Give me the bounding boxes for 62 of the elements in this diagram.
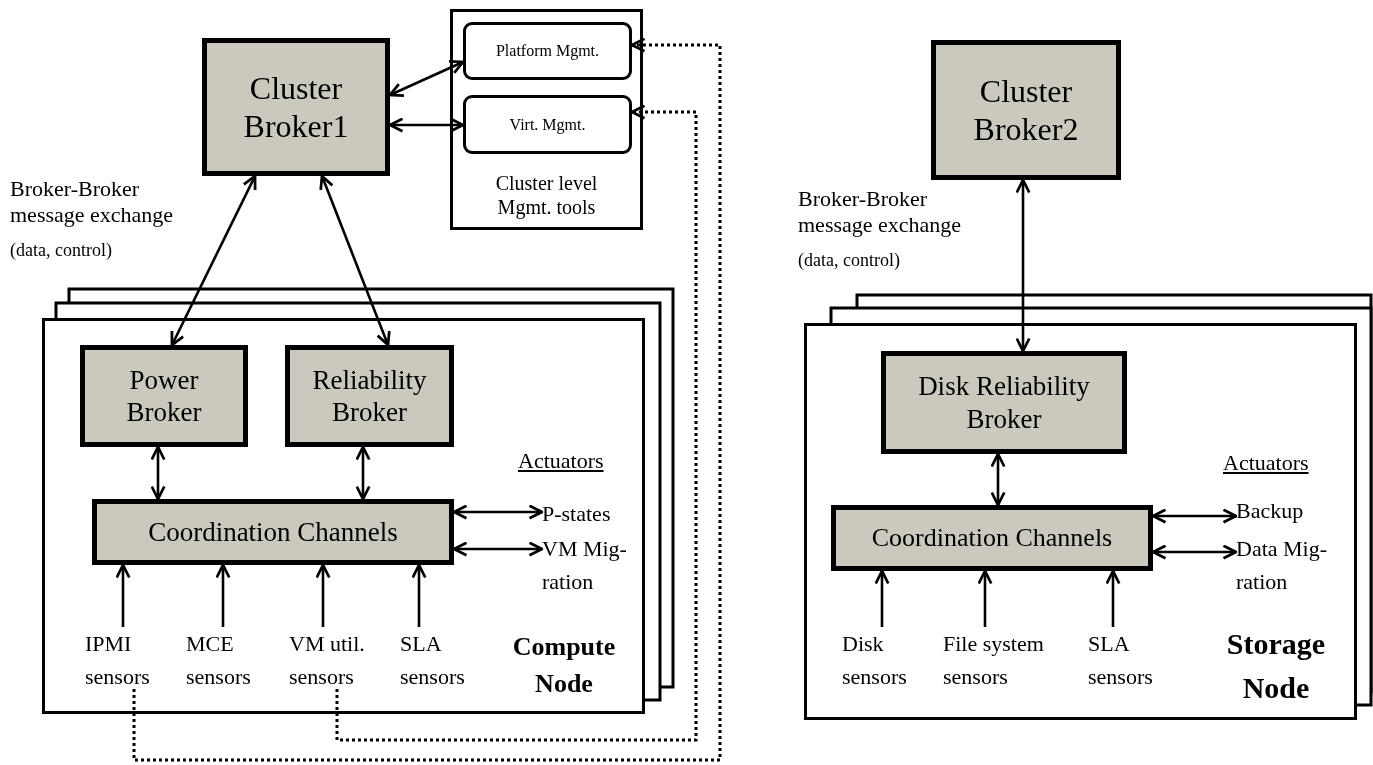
sensor-label: SLA sensors — [400, 627, 485, 693]
panel-title: Compute Node — [511, 630, 617, 701]
annotation-text: Broker-Broker message exchange — [10, 176, 175, 229]
arrow — [452, 541, 544, 557]
arrow — [1105, 569, 1121, 627]
broker-box — [202, 38, 390, 176]
channel-box — [831, 505, 1153, 571]
annotation-text: (data, control) — [10, 240, 112, 262]
node-label: Coordination Channels — [871, 522, 1113, 554]
actuator-label: P-states — [542, 497, 627, 530]
node-label: Coordination Channels — [148, 515, 398, 549]
sensor-label: MCE sensors — [186, 627, 271, 693]
arrow — [874, 569, 890, 627]
node-label: Disk Reliability Broker — [917, 370, 1091, 435]
broker-box — [285, 345, 454, 447]
node-panel — [804, 323, 1357, 720]
arrow — [115, 563, 131, 627]
arrow — [355, 445, 371, 501]
arrow — [315, 563, 331, 627]
tools-group-box — [450, 9, 643, 230]
actuator-label: Data Mig- ration — [1236, 532, 1341, 598]
channel-box — [92, 499, 454, 565]
node-label: Platform Mgmt. — [495, 42, 600, 60]
arrow — [388, 117, 465, 133]
node-panel — [42, 318, 645, 714]
arrow — [990, 452, 1006, 507]
annotation-text: Broker-Broker message exchange — [798, 186, 963, 239]
arrow — [1151, 544, 1238, 560]
section-heading: Actuators — [1223, 450, 1310, 477]
arrow — [411, 563, 427, 627]
arrow — [319, 174, 391, 347]
node-label: Power Broker — [125, 363, 203, 429]
dotted-arrow — [335, 104, 698, 742]
arrow — [1015, 178, 1031, 353]
dotted-arrow — [132, 37, 722, 762]
tool-box — [463, 95, 632, 154]
sensor-label: VM util. sensors — [289, 627, 379, 693]
sensor-label: IPMI sensors — [85, 627, 165, 693]
sensor-label: Disk sensors — [842, 627, 922, 693]
tool-box — [463, 22, 632, 80]
actuator-label: VM Mig- ration — [542, 532, 637, 598]
sensor-label: SLA sensors — [1088, 627, 1173, 693]
broker-box — [80, 345, 248, 447]
annotation-text: (data, control) — [798, 250, 900, 272]
node-label: Cluster Broker1 — [242, 68, 350, 146]
broker-box — [931, 40, 1121, 180]
node-label: Virt. Mgmt. — [509, 115, 586, 134]
broker-box — [881, 351, 1127, 454]
arrow — [977, 569, 993, 627]
arrow — [452, 504, 544, 520]
arrow — [1151, 508, 1238, 524]
arrow — [388, 60, 465, 97]
sensor-label: File system sensors — [943, 627, 1055, 693]
arrow — [170, 174, 257, 347]
arrow — [215, 563, 231, 627]
panel-title: Storage Node — [1225, 626, 1327, 706]
node-label: Reliability Broker — [311, 363, 428, 429]
arrow — [150, 445, 166, 501]
actuator-label: Backup — [1236, 494, 1321, 527]
section-heading: Actuators — [518, 448, 605, 475]
group-title: Cluster level Mgmt. tools — [494, 171, 599, 219]
node-label: Cluster Broker2 — [972, 71, 1080, 149]
